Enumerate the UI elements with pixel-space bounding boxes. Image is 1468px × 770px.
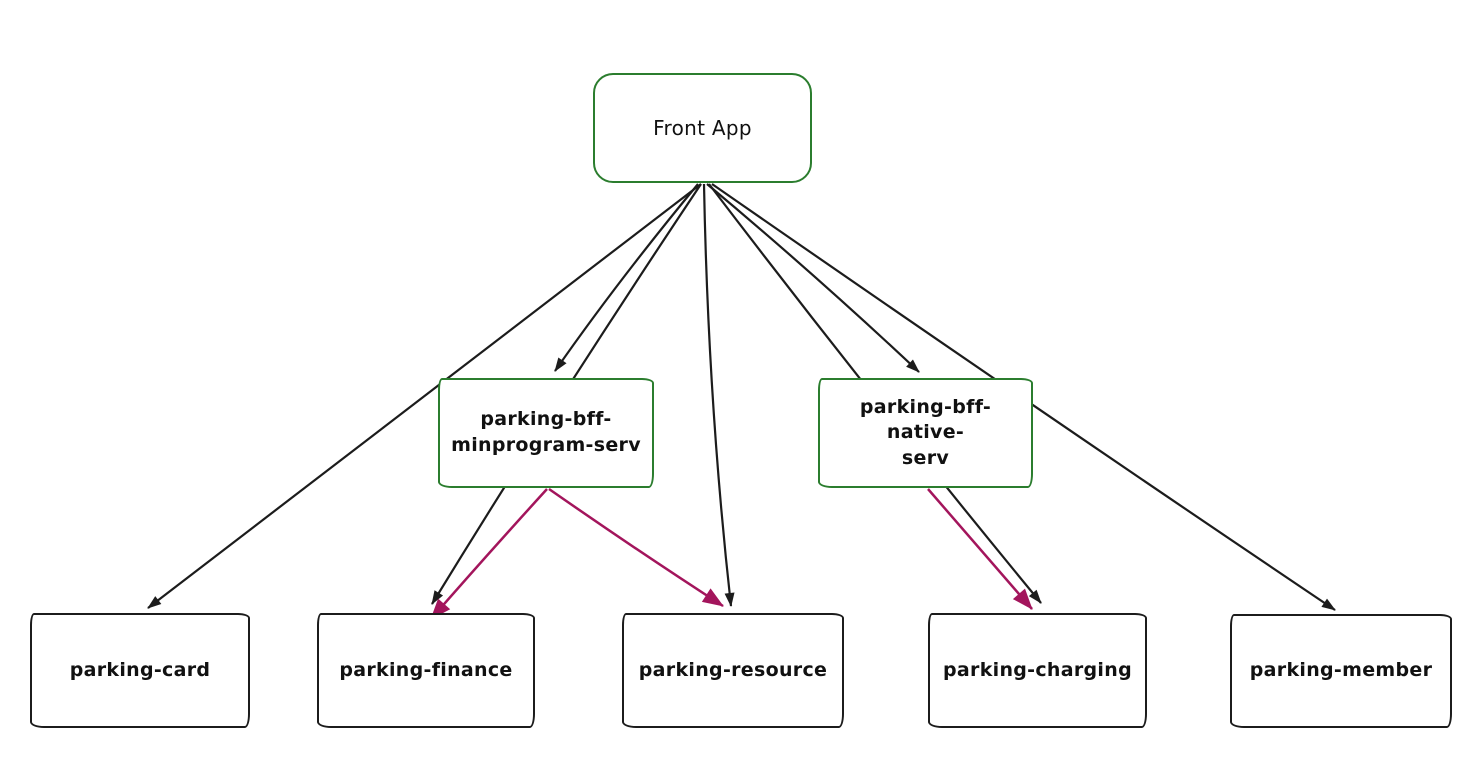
- edge-front-app-to-bff-native: [706, 183, 920, 373]
- edge-bff-native-to-parking-charging: [927, 488, 1033, 610]
- node-parking-charging: parking-charging: [928, 613, 1147, 728]
- node-parking-charging-label: parking-charging: [943, 658, 1132, 681]
- node-front-app: Front App: [593, 73, 812, 183]
- node-parking-card-label: parking-card: [69, 658, 211, 681]
- node-parking-card: parking-card: [30, 613, 250, 728]
- edge-front-app-to-bff-minprogram: [554, 183, 699, 372]
- node-parking-resource: parking-resource: [622, 613, 844, 728]
- node-parking-bff-minprogram-serv: parking-bff- minprogram-serv: [438, 378, 654, 488]
- node-parking-bff-native-serv-label: parking-bff-native- serv: [859, 395, 992, 469]
- node-parking-finance-label: parking-finance: [339, 658, 513, 681]
- edge-front-app-to-parking-resource: [702, 183, 735, 607]
- edge-front-app-to-parking-card: [147, 183, 702, 609]
- edge-bff-minprogram-to-parking-finance: [430, 488, 548, 620]
- node-parking-finance: parking-finance: [317, 613, 535, 728]
- node-parking-resource-label: parking-resource: [638, 658, 828, 681]
- node-parking-bff-minprogram-serv-label: parking-bff- minprogram-serv: [451, 408, 641, 456]
- node-front-app-label: Front App: [653, 115, 752, 140]
- node-parking-member-label: parking-member: [1249, 659, 1433, 682]
- node-parking-bff-native-serv: parking-bff-native- serv: [818, 378, 1033, 488]
- edge-bff-minprogram-to-parking-resource: [548, 487, 724, 608]
- node-parking-member: parking-member: [1230, 614, 1452, 728]
